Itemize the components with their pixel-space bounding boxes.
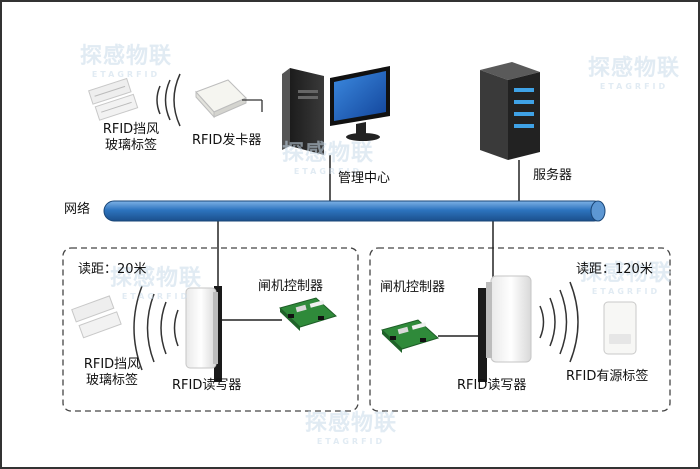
computer-icon xyxy=(282,66,390,155)
windshield-tag-icon xyxy=(88,77,139,121)
gate-controller-left-icon xyxy=(279,297,337,331)
windshield-tag-left-label: RFID挡风 玻璃标签 xyxy=(68,357,156,389)
signal-waves-top-icon xyxy=(156,73,181,127)
windshield-tag-top-label: RFID挡风 玻璃标签 xyxy=(86,122,176,154)
rfid-reader-left-icon xyxy=(185,286,222,382)
server-icon xyxy=(480,62,540,160)
active-tag-label: RFID有源标签 xyxy=(566,369,649,384)
rfid-reader-right-icon xyxy=(478,275,532,382)
windshield-tag-left-line1: RFID挡风 xyxy=(83,357,141,372)
signal-waves-right-icon xyxy=(539,281,579,363)
active-tag-icon xyxy=(603,301,637,355)
windshield-tag-top-line1: RFID挡风 xyxy=(102,122,160,137)
windshield-tag-left-line2: 玻璃标签 xyxy=(85,373,138,388)
left-zone-border xyxy=(62,247,359,412)
management-center-label: 管理中心 xyxy=(338,171,391,186)
right-reader-label: RFID读写器 xyxy=(457,378,527,393)
network-label: 网络 xyxy=(64,202,91,217)
signal-waves-left-icon xyxy=(133,285,179,371)
gate-controller-right-icon xyxy=(381,319,439,353)
right-distance-label: 读距：120米 xyxy=(576,262,653,277)
windshield-tag-top-line2: 玻璃标签 xyxy=(104,138,157,153)
windshield-tag-left-icon xyxy=(71,295,122,339)
card-issuer-icon xyxy=(195,79,263,119)
right-gate-controller-label: 闸机控制器 xyxy=(380,280,446,295)
left-reader-label: RFID读写器 xyxy=(172,378,242,393)
server-label: 服务器 xyxy=(533,168,573,183)
left-gate-controller-label: 闸机控制器 xyxy=(258,279,324,294)
card-issuer-label: RFID发卡器 xyxy=(192,133,262,148)
left-distance-label: 读距：20米 xyxy=(78,262,147,277)
network-bus xyxy=(103,200,606,222)
right-zone-border xyxy=(369,247,671,412)
